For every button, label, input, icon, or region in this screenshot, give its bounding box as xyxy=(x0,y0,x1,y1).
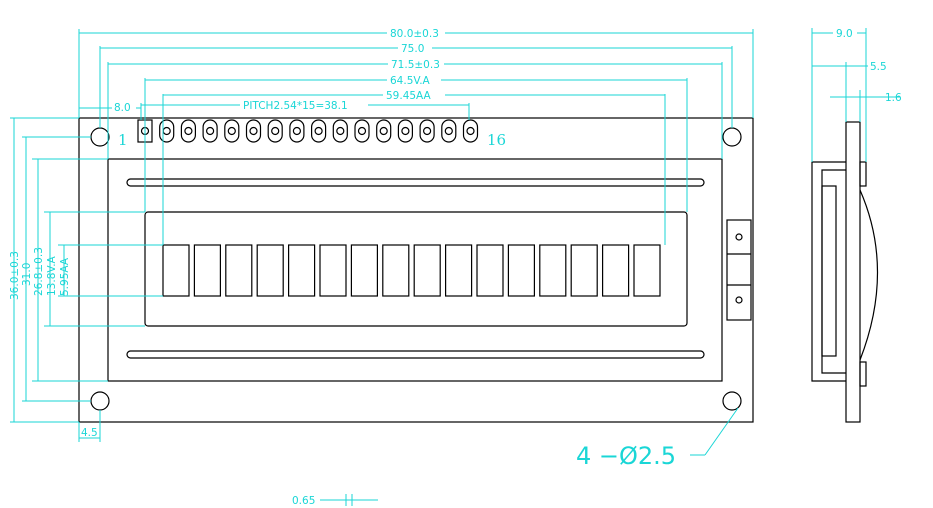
bezel-width-dim: 71.5±0.3 xyxy=(391,59,440,71)
outline-width-dim: 80.0±0.3 xyxy=(390,28,439,40)
pin-pitch-dim: PITCH2.54*15=38.1 xyxy=(243,100,348,112)
active-area-height-dim: 5.95AA xyxy=(59,257,71,296)
bezel xyxy=(107,158,723,382)
hole-callout: 4 −Ø2.5 xyxy=(576,442,676,470)
character-cell xyxy=(633,244,661,297)
character-cell xyxy=(319,244,347,297)
outline-height-dim: 36.0±0.3 xyxy=(9,251,21,300)
character-cell xyxy=(382,244,410,297)
mounting-hole-bottom-left xyxy=(90,391,110,411)
character-cell xyxy=(601,244,630,297)
character-cell xyxy=(507,244,535,297)
pin xyxy=(462,119,479,143)
bezel-slot-bottom xyxy=(126,350,705,359)
pin-last-label: 16 xyxy=(487,131,506,149)
backlight-tab xyxy=(726,219,752,321)
pin xyxy=(267,119,283,143)
mounting-hole-top-right xyxy=(722,127,742,147)
character-cell xyxy=(413,244,441,297)
mounting-hole-top-left xyxy=(90,127,110,147)
active-area-width-dim: 59.45AA xyxy=(386,90,432,102)
front-view: 1 16 xyxy=(78,117,754,423)
pin xyxy=(289,119,305,143)
pin-first-label: 1 xyxy=(118,131,128,149)
character-cell xyxy=(288,244,316,297)
character-cell xyxy=(476,244,504,297)
pin xyxy=(397,119,413,143)
pin xyxy=(224,119,240,143)
character-cell xyxy=(445,244,473,297)
pin xyxy=(376,119,392,143)
pin-offset-dim: 8.0 xyxy=(114,102,131,114)
hole-pitch-vertical-dim: 31.0 xyxy=(21,263,33,286)
side-pcb xyxy=(845,121,861,423)
pcb-outline xyxy=(78,117,754,423)
pin xyxy=(332,119,348,143)
bezel-height-dim: 26.8±0.3 xyxy=(33,247,45,296)
view-area-width-dim: 64.5V.A xyxy=(390,75,431,87)
character-cell xyxy=(162,244,190,297)
character-cell xyxy=(256,244,284,297)
character-cell xyxy=(570,244,598,297)
character-cell xyxy=(225,244,253,297)
side-total-thickness-dim: 9.0 xyxy=(836,28,853,40)
side-module-body xyxy=(811,161,846,382)
pin xyxy=(180,119,196,143)
pin xyxy=(202,119,218,143)
side-module-thickness-dim: 5.5 xyxy=(870,61,887,73)
pin xyxy=(419,119,435,143)
pin-header xyxy=(137,119,479,143)
pin xyxy=(159,119,175,143)
view-area xyxy=(144,211,688,327)
hole-offset-dim: 4.5 xyxy=(81,427,98,439)
pin xyxy=(441,119,457,143)
pin xyxy=(354,119,370,143)
character-cell xyxy=(539,244,567,297)
view-area-height-dim: 13.8V.A xyxy=(46,255,58,296)
pin xyxy=(311,119,327,143)
bezel-slot-top xyxy=(126,178,705,187)
small-gap-dim: 0.65 xyxy=(292,495,315,507)
side-pcb-thickness-dim: 1.6 xyxy=(885,92,902,104)
hole-pitch-dim: 75.0 xyxy=(401,43,424,55)
pin xyxy=(245,119,262,143)
mounting-hole-bottom-right xyxy=(722,391,742,411)
front-dimensions: 80.0±0.3 75.0 71.5±0.3 64.5V.A 59.45AA P… xyxy=(9,26,754,507)
side-view: 9.0 5.5 1.6 xyxy=(811,27,902,423)
character-cell xyxy=(193,244,221,297)
character-cells xyxy=(162,244,661,297)
character-cell xyxy=(350,244,378,297)
